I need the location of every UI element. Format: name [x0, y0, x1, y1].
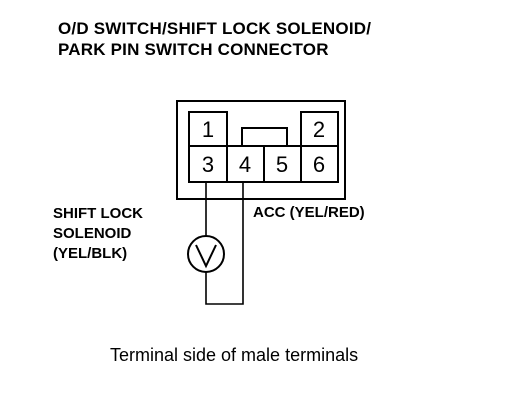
- pin-cell-2: [300, 111, 339, 147]
- locking-tab: [241, 127, 288, 147]
- diagram-title: O/D SWITCH/SHIFT LOCK SOLENOID/ PARK PIN…: [58, 18, 371, 60]
- pin-label-1: 1: [202, 117, 214, 142]
- label-acc: ACC (YEL/RED): [253, 204, 365, 221]
- title-line-1: O/D SWITCH/SHIFT LOCK SOLENOID/: [58, 19, 372, 38]
- pin-label-4: 4: [239, 152, 251, 177]
- pin-cell-1: [188, 111, 228, 147]
- pin-label-6: 6: [313, 152, 325, 177]
- diagram-caption: Terminal side of male terminals: [110, 345, 359, 365]
- label-solenoid-line-3: (YEL/BLK): [53, 245, 128, 262]
- pin-label-2: 2: [313, 117, 325, 142]
- label-solenoid-line-1: SHIFT LOCK: [53, 205, 143, 222]
- connector-housing: [176, 100, 346, 200]
- voltmeter-icon: [187, 235, 225, 273]
- pin-label-3: 3: [202, 152, 214, 177]
- lead-wire-pin-4: [205, 182, 244, 305]
- title-line-2: PARK PIN SWITCH CONNECTOR: [58, 40, 329, 59]
- pin-label-5: 5: [276, 152, 288, 177]
- label-solenoid-line-2: SOLENOID: [53, 225, 132, 242]
